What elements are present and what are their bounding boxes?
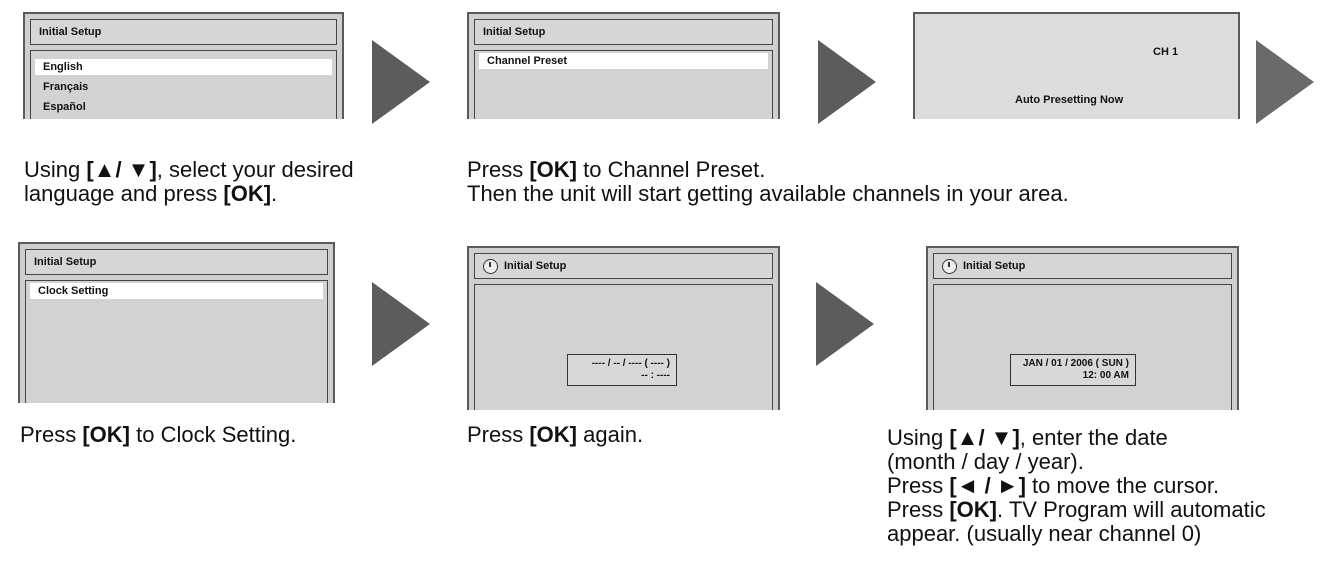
- screen-title-bar: Initial Setup: [25, 249, 328, 275]
- clock-entry-panel: [474, 284, 773, 410]
- menu-item-francais[interactable]: Français: [43, 81, 89, 93]
- clock-setting-screen: Initial Setup Clock Setting: [18, 242, 335, 403]
- channel-indicator: CH 1: [1153, 46, 1179, 58]
- channel-preset-menu: Channel Preset: [474, 50, 773, 119]
- next-step-arrow-icon: [1256, 40, 1314, 124]
- step4-caption: Press [OK] again.: [467, 422, 644, 447]
- step2-caption: Press [OK] to Channel Preset. Then the u…: [467, 157, 1069, 206]
- language-menu: English Français Español: [30, 50, 337, 119]
- next-step-arrow-icon: [372, 40, 430, 124]
- clock-icon: [942, 258, 957, 274]
- screen-title: Initial Setup: [504, 259, 567, 272]
- screen-title-bar: Initial Setup: [933, 253, 1232, 279]
- next-step-arrow-icon: [816, 282, 874, 366]
- date-time-field[interactable]: ---- / -- / ---- ( ---- ) -- : ----: [567, 354, 677, 386]
- screen-title-bar: Initial Setup: [474, 253, 773, 279]
- step1-caption: Using [▲/ ▼], select your desired langua…: [24, 157, 354, 206]
- screen-title: Initial Setup: [34, 255, 97, 268]
- date-line: JAN / 01 / 2006 ( SUN ): [1022, 358, 1129, 369]
- menu-item-clock-setting[interactable]: Clock Setting: [30, 283, 323, 299]
- channel-preset-screen: Initial Setup Channel Preset: [467, 12, 780, 119]
- auto-presetting-message: Auto Presetting Now: [1015, 94, 1124, 106]
- step5-caption: Using [▲/ ▼], enter the date (month / da…: [887, 426, 1266, 546]
- next-step-arrow-icon: [818, 40, 876, 124]
- language-screen: Initial Setup English Français Español: [23, 12, 344, 119]
- menu-item-channel-preset[interactable]: Channel Preset: [479, 53, 768, 69]
- next-step-arrow-icon: [372, 282, 430, 366]
- screen-title: Initial Setup: [483, 25, 546, 38]
- screen-title-bar: Initial Setup: [474, 19, 773, 45]
- menu-item-english[interactable]: English: [35, 59, 332, 75]
- clock-setting-menu: Clock Setting: [25, 280, 328, 403]
- screen-title: Initial Setup: [963, 259, 1026, 272]
- menu-item-espanol[interactable]: Español: [43, 101, 86, 113]
- clock-entry-screen-filled: Initial Setup JAN / 01 / 2006 ( SUN ) 12…: [926, 246, 1239, 410]
- auto-presetting-screen: CH 1 Auto Presetting Now: [913, 12, 1240, 119]
- clock-entry-screen-blank: Initial Setup ---- / -- / ---- ( ---- ) …: [467, 246, 780, 410]
- clock-entry-panel: [933, 284, 1232, 410]
- screen-title-bar: Initial Setup: [30, 19, 337, 45]
- date-time-field[interactable]: JAN / 01 / 2006 ( SUN ) 12: 00 AM: [1010, 354, 1136, 386]
- step3-caption: Press [OK] to Clock Setting.: [20, 422, 297, 447]
- clock-icon: [483, 258, 498, 274]
- time-line: -- : ----: [641, 370, 670, 381]
- screen-title: Initial Setup: [39, 25, 102, 38]
- time-line: 12: 00 AM: [1082, 370, 1129, 381]
- date-line: ---- / -- / ---- ( ---- ): [591, 358, 670, 369]
